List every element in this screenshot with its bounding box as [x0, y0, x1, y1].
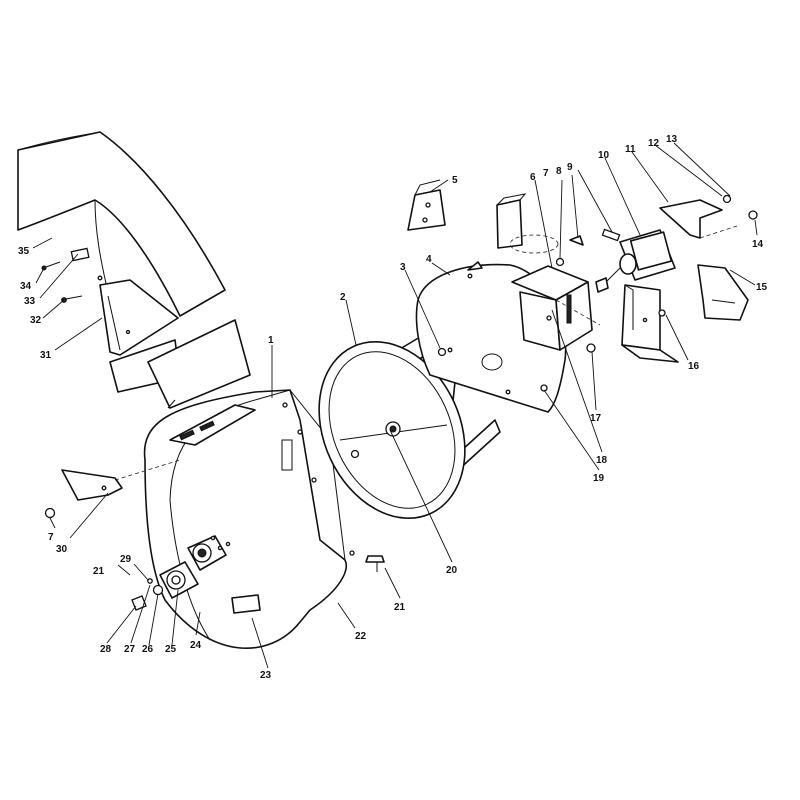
lower-bracket	[586, 284, 679, 363]
callout-labels: 1 2 3 4 5 6 7 8 9 10 11 12 13 14 15 16 1…	[18, 134, 768, 681]
callout-29: 29	[120, 554, 132, 565]
callout-35: 35	[18, 246, 30, 257]
callout-24: 24	[190, 640, 202, 651]
mounting-bracket	[511, 265, 601, 351]
small-hardware	[555, 235, 584, 267]
leader-lines	[32, 142, 758, 669]
chute-deflector-bracket	[99, 279, 179, 356]
chute-lower-plates	[109, 319, 251, 409]
callout-9: 9	[567, 162, 573, 173]
callout-22: 22	[355, 631, 367, 642]
callout-12: 12	[648, 138, 660, 149]
callout-21-left: 21	[93, 566, 105, 577]
screws	[365, 347, 447, 572]
callout-25: 25	[165, 644, 177, 655]
callout-7-upper: 7	[543, 168, 549, 179]
callout-4: 4	[426, 254, 432, 265]
callout-34: 34	[20, 281, 32, 292]
bearing-assembly	[131, 535, 231, 611]
callout-23: 23	[260, 670, 272, 681]
callout-2: 2	[340, 292, 346, 303]
callout-33: 33	[24, 296, 36, 307]
callout-8: 8	[556, 166, 562, 177]
callout-19: 19	[593, 473, 605, 484]
upper-bracket	[496, 193, 559, 254]
callout-14: 14	[752, 239, 764, 250]
callout-30: 30	[56, 544, 68, 555]
bracket-fifteen	[697, 264, 749, 321]
callout-1: 1	[268, 335, 274, 346]
chute-hardware	[41, 247, 90, 303]
callout-11: 11	[625, 144, 636, 155]
callout-21-right: 21	[394, 602, 406, 613]
callout-18: 18	[596, 455, 608, 466]
callout-3: 3	[400, 262, 406, 273]
side-bracket	[44, 459, 181, 519]
callout-13: 13	[666, 134, 678, 145]
callout-6: 6	[530, 172, 536, 183]
callout-31: 31	[40, 350, 52, 361]
callout-15: 15	[756, 282, 768, 293]
actuator-assembly	[595, 194, 758, 293]
callout-32: 32	[30, 315, 42, 326]
callout-17: 17	[590, 413, 602, 424]
discharge-chute	[17, 131, 226, 317]
callout-20: 20	[446, 565, 458, 576]
callout-10: 10	[598, 150, 610, 161]
callout-7-lower: 7	[48, 532, 54, 543]
callout-28: 28	[100, 644, 112, 655]
callout-26: 26	[142, 644, 154, 655]
bracket-five	[407, 179, 446, 231]
callout-5: 5	[452, 175, 458, 186]
callout-27: 27	[124, 644, 136, 655]
callout-16: 16	[688, 361, 700, 372]
